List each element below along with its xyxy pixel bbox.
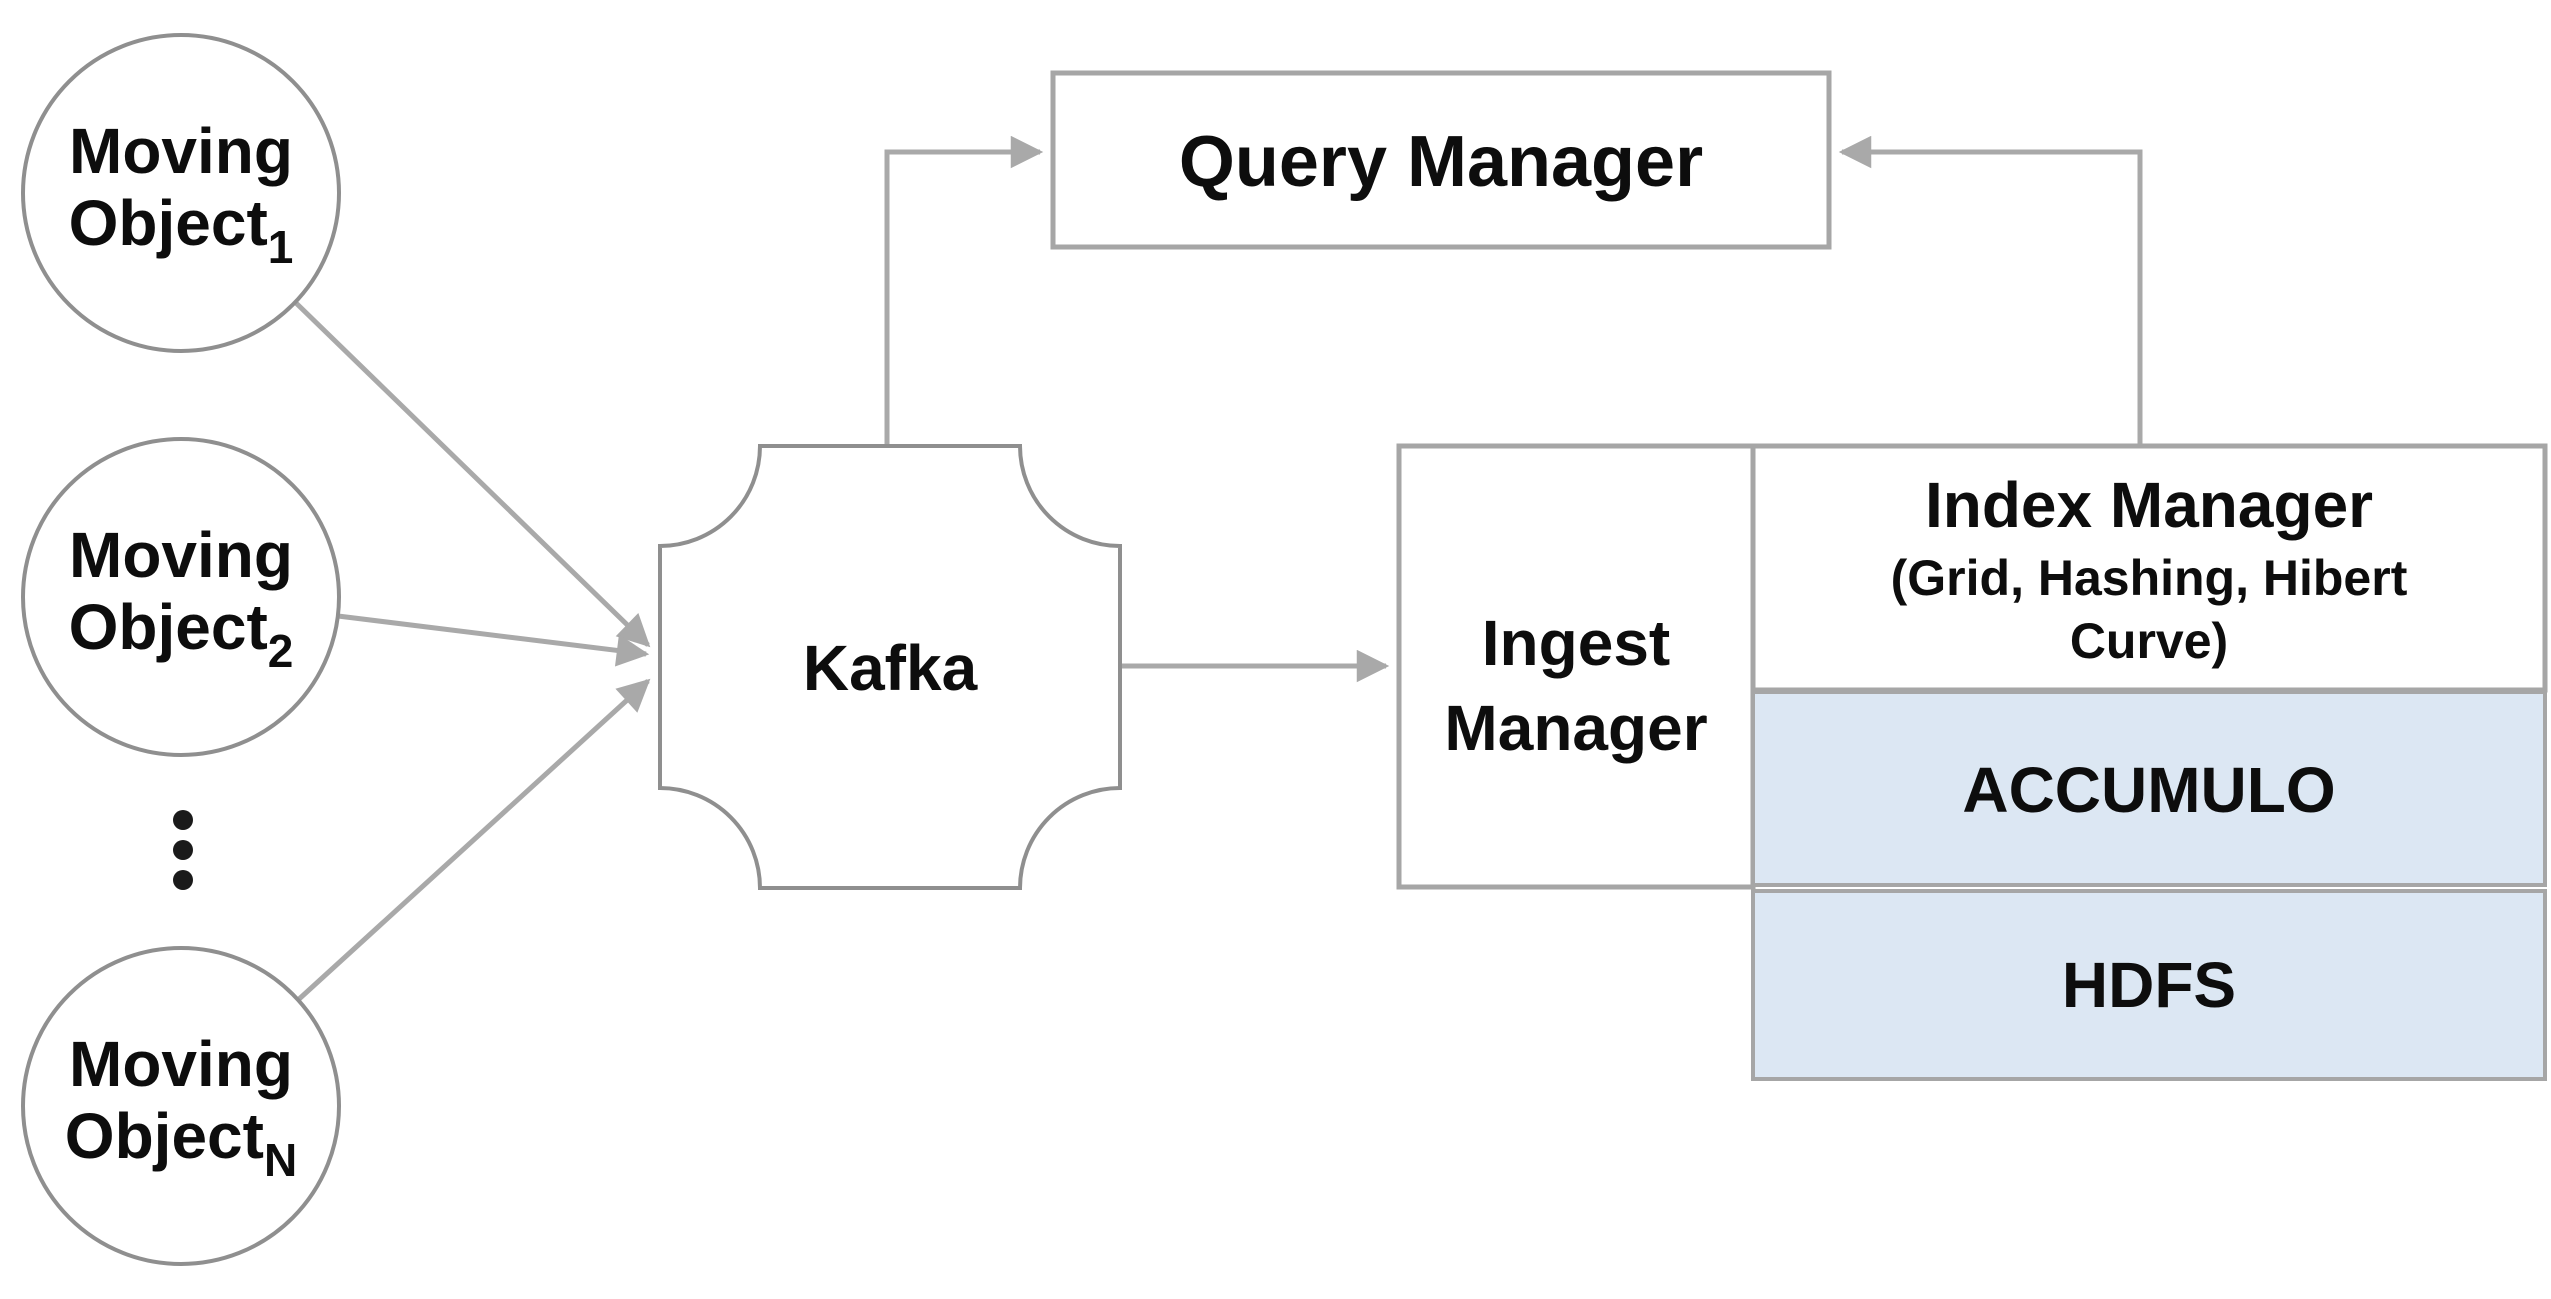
ingest-manager-label-line2: Manager — [1444, 692, 1707, 764]
index-manager-subtitle-line2: Curve) — [2070, 613, 2228, 669]
index-manager-title: Index Manager — [1925, 469, 2373, 541]
arrow-moving-object-1-to-kafka — [293, 300, 651, 648]
ingest-manager-node: Ingest Manager — [1396, 443, 1756, 890]
index-manager-subtitle-line1: (Grid, Hashing, Hibert — [1891, 550, 2408, 606]
ellipsis-dot — [173, 840, 193, 860]
moving-object-2-circle — [21, 437, 341, 757]
moving-object-1-subscript: 1 — [268, 221, 294, 273]
hdfs-node: HDFS — [1751, 889, 2547, 1081]
accumulo-node: ACCUMULO — [1751, 690, 2547, 887]
ellipsis-icon — [173, 810, 193, 890]
arrow-moving-object-n-to-kafka — [296, 678, 651, 1002]
ellipsis-dot — [173, 810, 193, 830]
moving-object-1-circle — [21, 33, 341, 353]
moving-object-n-circle — [21, 946, 341, 1266]
ingest-manager-box — [1396, 443, 1756, 890]
moving-object-2-node: Moving Object2 — [21, 437, 341, 757]
accumulo-label: ACCUMULO — [1962, 754, 2335, 826]
ingest-manager-label-line1: Ingest — [1482, 607, 1670, 679]
moving-object-2-subscript: 2 — [268, 625, 294, 677]
hdfs-box — [1751, 889, 2547, 1081]
hdfs-label: HDFS — [2062, 949, 2236, 1021]
kafka-label: Kafka — [803, 632, 978, 704]
arrow-moving-object-2-to-kafka — [337, 613, 650, 667]
kafka-node: Kafka — [658, 444, 1122, 890]
query-manager-node: Query Manager — [1050, 70, 1832, 250]
moving-object-1-label-line1: Moving — [69, 115, 293, 187]
moving-object-n-label-line1: Moving — [69, 1028, 293, 1100]
moving-object-n-node: Moving ObjectN — [21, 946, 341, 1266]
ellipsis-dot — [173, 870, 193, 890]
arrow-kafka-to-query-manager — [884, 135, 1044, 446]
accumulo-box — [1751, 690, 2547, 887]
arrow-index-manager-to-query-manager — [1838, 135, 2143, 446]
moving-object-1-node: Moving Object1 — [21, 33, 341, 353]
moving-object-n-label-line2: ObjectN — [65, 1100, 297, 1186]
moving-object-2-label-line1: Moving — [69, 519, 293, 591]
moving-object-2-label-line2: Object2 — [69, 591, 294, 677]
index-manager-box — [1750, 443, 2548, 693]
moving-object-1-label-line2: Object1 — [69, 187, 294, 273]
kafka-shape — [658, 444, 1122, 890]
query-manager-label: Query Manager — [1179, 122, 1703, 202]
index-manager-node: Index Manager (Grid, Hashing, Hibert Cur… — [1750, 443, 2548, 693]
query-manager-box — [1050, 70, 1832, 250]
moving-object-n-subscript: N — [264, 1134, 297, 1186]
connectors — [293, 135, 2143, 1002]
